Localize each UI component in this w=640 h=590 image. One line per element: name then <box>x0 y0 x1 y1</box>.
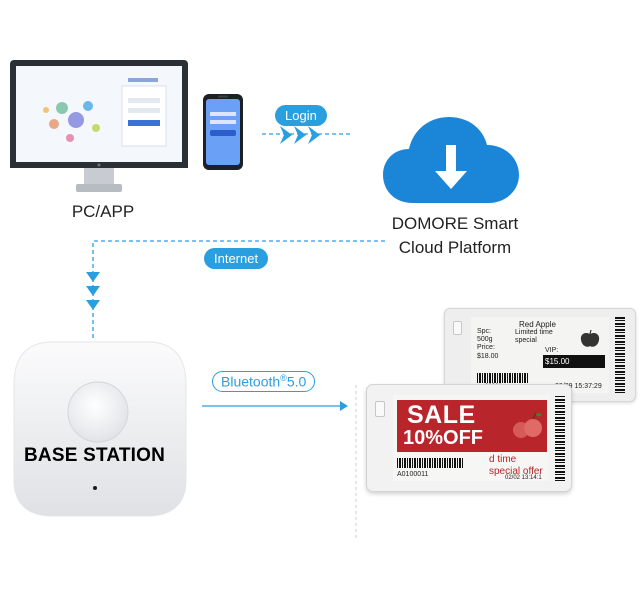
tag-front-timestamp: 02/02 13:14:1 <box>505 475 542 481</box>
tag-front-promo2: special offer <box>489 466 543 477</box>
tag-back-price-value: $18.00 <box>477 353 499 360</box>
tag-back-side-barcode <box>615 317 625 393</box>
smartphone <box>203 94 243 170</box>
tag-back-apple-icon <box>580 329 600 347</box>
apple-icon <box>513 412 542 438</box>
login-arrow <box>262 126 352 144</box>
cloud-download-icon <box>383 117 519 203</box>
sale-off: 10%OFF <box>403 427 484 449</box>
tag-back-timestamp: 03/29 15:37:29 <box>555 383 602 390</box>
tag-back-vip-price: $15.00 <box>545 357 570 366</box>
bluetooth-version: 5.0 <box>286 373 307 390</box>
cloud-icon <box>383 115 523 207</box>
tag-back-promo2: special <box>515 337 537 344</box>
tag-front-promo1: d time <box>489 454 517 465</box>
base-station-device <box>13 341 187 517</box>
tag-front-led <box>375 401 385 417</box>
tag-back-price-label: Price: <box>477 344 495 351</box>
tag-back-led <box>453 321 462 335</box>
tag-back-product: Red Apple <box>519 320 556 329</box>
login-pill: Login <box>275 105 327 126</box>
tag-back-vip-label: VIP: <box>545 347 559 354</box>
tag-back-spec-label: Spc: <box>477 328 492 335</box>
cloud-label-line1: DOMORE Smart <box>391 214 519 233</box>
tag-front-screen: SALE 10%OFF d time special offer A010001… <box>393 395 549 481</box>
tag-back-screen: Red Apple Spc: 500g Price: $18.00 Limite… <box>471 317 609 393</box>
bluetooth-pill: Bluetooth®5.0 <box>212 371 316 392</box>
bluetooth-label: Bluetooth <box>221 373 281 390</box>
tag-front-code: A0100011 <box>397 471 429 478</box>
tag-back-promo1: Limited time <box>515 329 553 336</box>
sale-banner: SALE 10%OFF <box>397 400 507 452</box>
down-chevrons <box>86 272 100 310</box>
sale-word: SALE <box>407 401 476 429</box>
base-station-label: BASE STATION <box>24 445 166 466</box>
cloud-label-line2: Cloud Platform <box>398 238 512 257</box>
pc-monitor <box>10 58 188 200</box>
internet-pill: Internet <box>204 248 269 269</box>
tag-front-apple-box <box>507 400 547 452</box>
registered-mark: ® <box>280 373 287 383</box>
tag-back-vip-box: $15.00 <box>543 355 605 368</box>
tag-back-spec-value: 500g <box>477 336 493 343</box>
tag-front-barcode <box>397 458 463 468</box>
esl-tag-front: SALE 10%OFF d time special offer A010001… <box>366 384 572 492</box>
pc-app-label: PC/APP <box>71 202 135 221</box>
monitor-graphic <box>10 60 188 192</box>
phone-graphic <box>203 94 243 170</box>
tag-front-side-barcode <box>555 395 565 481</box>
tag-back-barcode <box>477 373 529 383</box>
base-station <box>12 340 188 518</box>
